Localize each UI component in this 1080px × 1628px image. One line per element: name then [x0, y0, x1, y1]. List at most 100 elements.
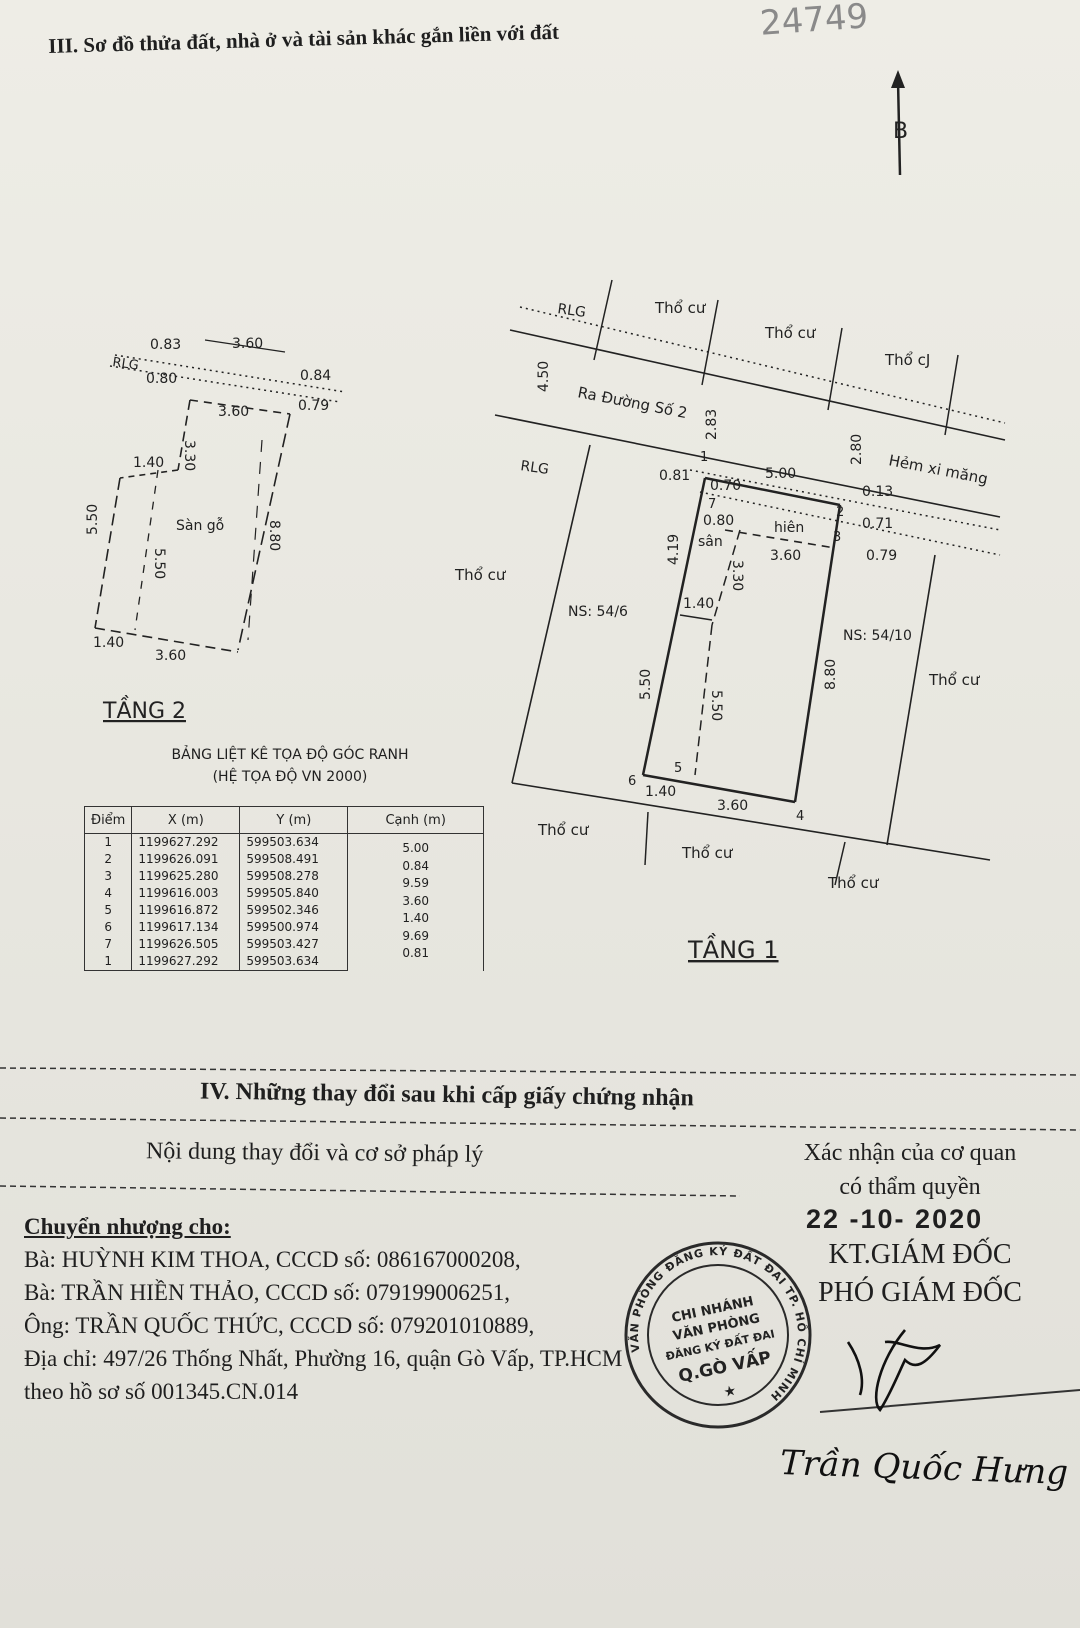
neighbor-label: Thổ cư	[681, 844, 734, 862]
svg-text:0.70: 0.70	[710, 478, 741, 494]
coord-table-subtitle: (HỆ TỌA ĐỘ VN 2000)	[212, 769, 368, 785]
floor-1-drawing	[494, 279, 1006, 886]
svg-text:5.50: 5.50	[85, 504, 101, 535]
coord-table-heading: BẢNG LIỆT KÊ TỌA ĐỘ GÓC RANH	[171, 747, 409, 763]
edge-length: 9.69	[402, 928, 430, 943]
svg-text:2: 2	[836, 505, 844, 520]
transfer-line: theo hồ sơ số 001345.CN.014	[24, 1379, 299, 1404]
north-label: B	[893, 119, 908, 144]
svg-text:3: 3	[833, 530, 841, 545]
svg-text:3.30: 3.30	[729, 560, 745, 591]
svg-text:3.60: 3.60	[232, 336, 263, 352]
transfer-line: Bà: HUỲNH KIM THOA, CCCD số: 08616700020…	[24, 1247, 521, 1272]
svg-text:0.79: 0.79	[866, 548, 897, 564]
neighbor-label: Thổ cư	[928, 671, 981, 689]
svg-text:0.71: 0.71	[862, 516, 893, 532]
floor-2-drawing	[94, 339, 346, 653]
svg-text:0.80: 0.80	[146, 371, 177, 387]
svg-text:1.40: 1.40	[683, 596, 714, 612]
svg-text:0.79: 0.79	[298, 398, 329, 414]
neighbor-label: Thổ cJ	[884, 351, 930, 369]
porch-label: hiên	[774, 520, 804, 536]
svg-text:6: 6	[628, 774, 636, 789]
svg-text:5.50: 5.50	[151, 548, 167, 579]
neighbor-label: Thổ cư	[764, 324, 817, 342]
section-4-rules	[0, 1067, 1080, 1413]
svg-text:2.80: 2.80	[849, 434, 865, 465]
svg-text:0.80: 0.80	[703, 513, 734, 529]
svg-text:3.60: 3.60	[717, 798, 748, 814]
svg-text:1.40: 1.40	[645, 784, 676, 800]
svg-text:3.60: 3.60	[218, 404, 249, 420]
col-header-y: Y (m)	[239, 806, 349, 834]
neighbor-label: Thổ cư	[654, 299, 707, 317]
edge-length: 1.40	[402, 911, 430, 925]
transfer-line: Ông: TRẦN QUỐC THỨC, CCCD số: 0792010108…	[24, 1313, 535, 1338]
svg-text:0.13: 0.13	[862, 484, 893, 500]
floor-2-room: Sàn gỗ	[176, 517, 224, 534]
change-content-header: Nội dung thay đổi và cơ sở pháp lý	[145, 1138, 484, 1168]
transfer-details: Chuyển nhượng cho: Bà: HUỲNH KIM THOA, C…	[24, 1210, 622, 1408]
stamp-star-icon: ★	[722, 1383, 738, 1401]
svg-text:3.60: 3.60	[770, 548, 801, 564]
transfer-heading: Chuyển nhượng cho:	[24, 1214, 231, 1239]
svg-text:0.81: 0.81	[659, 468, 690, 484]
signer-role: KT.GIÁM ĐỐC PHÓ GIÁM ĐỐC	[818, 1239, 1022, 1308]
svg-text:RLG: RLG	[556, 301, 586, 321]
svg-text:RLG: RLG	[111, 355, 139, 374]
parcel-left-label: NS: 54/6	[568, 604, 628, 620]
north-arrow-icon: B	[891, 70, 908, 176]
transfer-line: Bà: TRẦN HIỀN THẢO, CCCD số: 07919900625…	[24, 1280, 510, 1305]
edge-length: 3.60	[402, 893, 430, 908]
edge-length: 0.81	[402, 946, 430, 960]
signature-scribble	[846, 1329, 942, 1413]
floor-2-labels: 0.83 3.60 RLG 0.80 0.84 3.60 0.79 3.30 1…	[85, 336, 331, 724]
parcel-right-label: NS: 54/10	[843, 628, 912, 644]
table-row: 1 1199627.292 599503.634 5.00 0.84 9.59 …	[83, 833, 484, 971]
svg-text:0.84: 0.84	[300, 368, 331, 384]
svg-text:1.40: 1.40	[133, 455, 164, 471]
floor-1-label: TẦNG 1	[687, 932, 779, 964]
svg-text:8.80: 8.80	[266, 520, 282, 551]
sign-date: 22 -10- 2020	[806, 1204, 984, 1234]
yard-label: sân	[698, 534, 723, 550]
svg-text:RLG: RLG	[519, 458, 549, 478]
neighbor-label: Thổ cư	[827, 874, 880, 892]
svg-text:5: 5	[674, 761, 682, 776]
svg-text:4.19: 4.19	[666, 534, 682, 565]
authority-header: Xác nhận của cơ quan có thẩm quyền	[803, 1140, 1017, 1200]
svg-text:5.50: 5.50	[638, 669, 654, 700]
edge-length: 5.00	[402, 841, 430, 855]
neighbor-label: Thổ cư	[537, 821, 590, 839]
floor-2-label: TẦNG 2	[102, 696, 186, 724]
col-header-edge: Cạnh (m)	[347, 806, 484, 834]
svg-text:3.60: 3.60	[155, 648, 186, 664]
road-label: Ra Đường Số 2	[576, 383, 689, 422]
svg-text:4.50: 4.50	[536, 361, 552, 392]
alley-label: Hẻm xi măng	[887, 451, 989, 488]
svg-text:5.00: 5.00	[765, 466, 796, 482]
edge-length: 9.59	[402, 876, 430, 890]
coord-table-title: BẢNG LIỆT KÊ TỌA ĐỘ GÓC RANH (HỆ TỌA ĐỘ …	[140, 744, 440, 788]
edge-length: 0.84	[402, 858, 430, 873]
transfer-line: Địa chỉ: 497/26 Thống Nhất, Phường 16, q…	[24, 1346, 623, 1371]
edge-length-cell: 5.00 0.84 9.59 3.60 1.40 9.69 0.81	[347, 833, 484, 971]
svg-text:1.40: 1.40	[93, 635, 124, 651]
neighbor-label: Thổ cư	[454, 566, 507, 584]
col-header-x: X (m)	[131, 806, 241, 834]
svg-text:8.80: 8.80	[823, 659, 839, 690]
svg-text:1: 1	[700, 450, 708, 465]
svg-text:4: 4	[796, 809, 804, 824]
svg-text:2.83: 2.83	[704, 409, 720, 440]
floor-1-labels: RLG Thổ cư Thổ cư Thổ cJ 4.50 Ra Đường S…	[454, 299, 989, 964]
svg-text:7: 7	[708, 497, 716, 512]
svg-text:5.50: 5.50	[708, 690, 724, 721]
